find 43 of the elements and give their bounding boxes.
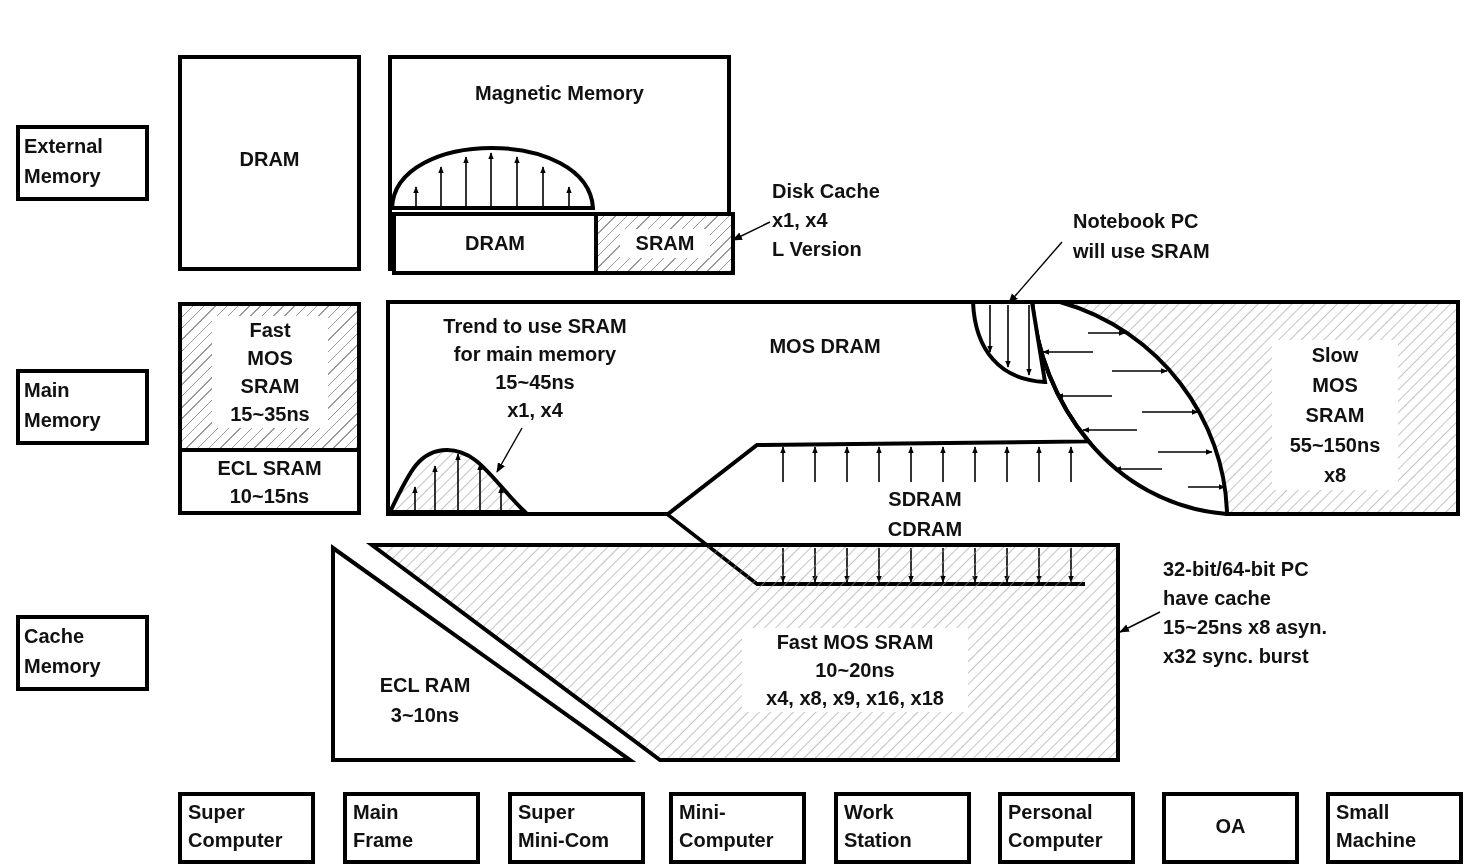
box-label: MOS DRAM [768, 334, 882, 359]
computer-class-box [998, 792, 1135, 864]
box-label: Super Mini-Com [518, 800, 611, 853]
box-label: DRAM [238, 147, 301, 172]
box-label: ECL RAM 3~10ns [378, 673, 472, 728]
memory-box [178, 55, 361, 271]
box-label: Magnetic Memory [474, 81, 645, 106]
computer-class-box [669, 792, 806, 864]
box-label: Small Machine [1336, 800, 1418, 853]
box-label: ECL SRAM 10~15ns [216, 456, 323, 509]
computer-class-box [1326, 792, 1463, 864]
box-label: Main Memory [24, 378, 102, 433]
box-label: OA [1214, 814, 1247, 839]
box-label: Super Computer [188, 800, 284, 853]
computer-class-box [508, 792, 645, 864]
box-label: Work Station [844, 800, 913, 853]
leader-line [732, 221, 771, 241]
computer-class-box [834, 792, 971, 864]
leader-line [1119, 611, 1161, 633]
category-box [16, 125, 149, 201]
annotation-text: Disk Cache x1, x4 L Version [772, 177, 932, 267]
box-label: Fast MOS SRAM 15~35ns [212, 316, 328, 428]
box-label: Slow MOS SRAM 55~150ns x8 [1272, 340, 1398, 490]
computer-class-box [343, 792, 480, 864]
box-label: External Memory [24, 134, 104, 189]
category-box [16, 615, 149, 691]
computer-class-box [178, 792, 315, 864]
box-label: Mini-Computer [679, 800, 775, 853]
annotation-text: Trend to use SRAM for main memory 15~45ns x1, x4 [410, 312, 660, 428]
annotation-text: 32-bit/64-bit PC have cache 15~25ns x8 asyn. x32 sync. burst [1163, 555, 1388, 673]
box-label: Fast MOS SRAM 10~20ns x4, x8, x9, x16, x18 [742, 628, 968, 712]
annotation-text: Notebook PC will use SRAM [1073, 206, 1263, 270]
box-label: DRAM [464, 231, 526, 256]
box-label: Cache Memory [24, 624, 102, 679]
triangle-region [331, 546, 633, 762]
computer-class-box [1162, 792, 1299, 864]
hatched-bump [388, 448, 528, 514]
box-label: Main Frame [353, 800, 415, 853]
category-box [16, 369, 149, 445]
box-label: Personal Computer [1008, 800, 1104, 853]
leader-line [496, 427, 523, 473]
box-label: SRAM [620, 229, 710, 258]
region-label: SDRAM CDRAM [886, 487, 964, 542]
